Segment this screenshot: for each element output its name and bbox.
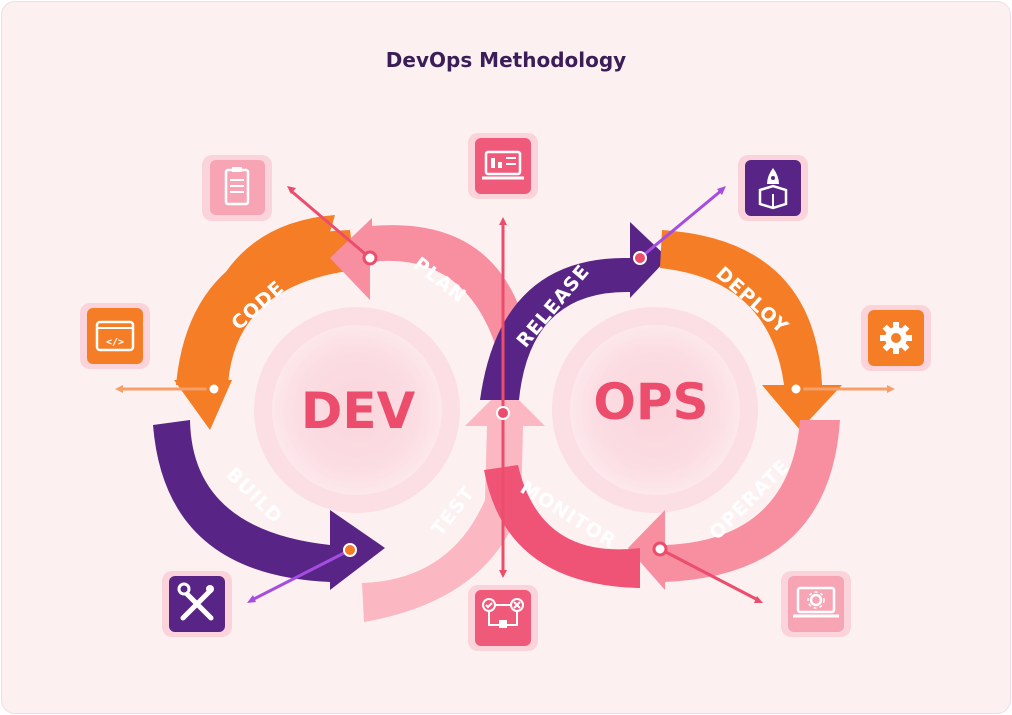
center-connector-arrow-bottom — [499, 570, 507, 578]
operate-connector — [659, 547, 759, 602]
diagram-title: DevOps Methodology — [386, 48, 626, 72]
release-connector-arrow — [717, 186, 726, 195]
rocket-box-icon — [738, 155, 808, 221]
clipboard-icon — [202, 155, 272, 221]
code-connector-arrow — [115, 385, 123, 393]
dev-inner-circle — [272, 325, 442, 495]
connectors — [115, 186, 895, 603]
plan-dot — [362, 250, 378, 266]
plan-segment — [330, 218, 530, 360]
laptop-gear-icon — [781, 571, 851, 637]
ops-inner-circle — [570, 325, 740, 495]
plan-connector — [289, 188, 371, 260]
monitor-chart-icon — [468, 133, 538, 199]
build-segment — [153, 420, 385, 590]
plan-connector-arrow — [287, 186, 296, 194]
build-connector-arrow — [247, 595, 256, 603]
build-connector — [251, 548, 351, 602]
monitor-segment — [484, 465, 640, 588]
release-connector — [639, 188, 723, 260]
code-dot — [206, 381, 222, 397]
wrench-screwdriver-icon — [162, 571, 232, 637]
test-dot — [496, 406, 510, 420]
center-connector-arrow-top — [499, 217, 507, 225]
deploy-dot — [788, 381, 804, 397]
test-segment — [362, 386, 545, 622]
operate-connector-arrow — [754, 596, 763, 603]
gear-icon — [861, 305, 931, 371]
deploy-connector-arrow — [887, 385, 895, 393]
operate-segment — [628, 420, 840, 590]
code-window-icon: </> — [80, 303, 150, 369]
release-segment — [480, 222, 668, 400]
ops-center-label: OPS — [593, 373, 708, 431]
dev-center-label: DEV — [301, 382, 416, 440]
deploy-segment — [660, 230, 842, 430]
test-flow-icon — [468, 585, 538, 651]
code-segment — [176, 230, 355, 385]
svg-text:</>: </> — [106, 337, 124, 348]
connector-dots — [206, 250, 804, 557]
operate-dot — [652, 541, 668, 557]
release-dot — [633, 251, 647, 265]
build-dot — [343, 543, 357, 557]
